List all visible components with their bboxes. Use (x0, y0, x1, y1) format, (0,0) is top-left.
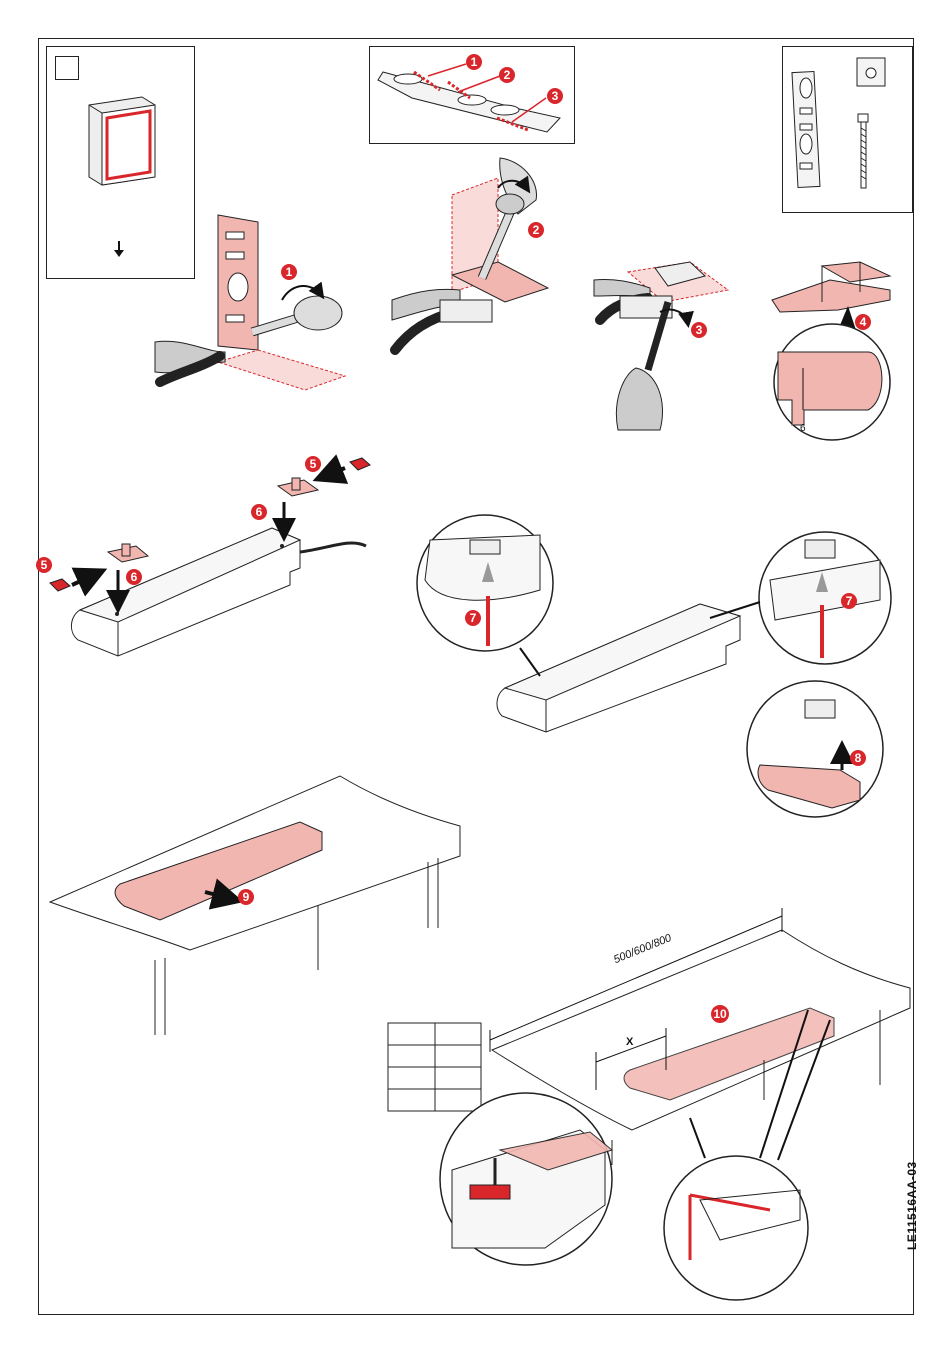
parts-bracket (792, 72, 820, 188)
step-badge-3b: 3 (691, 322, 707, 338)
step-badge-2: 2 (499, 67, 515, 83)
svg-text:1: 1 (286, 265, 293, 279)
svg-text:8: 8 (855, 751, 862, 765)
parts-screw (858, 114, 868, 188)
svg-text:7: 7 (470, 611, 477, 625)
step-badge-7b: 7 (841, 593, 857, 609)
step-8-illustration (747, 681, 883, 817)
step-badge-5b: 5 (36, 557, 52, 573)
bracket-strip (378, 64, 560, 132)
dimension-table (388, 1023, 481, 1111)
parts-clip (857, 58, 885, 86)
step-badge-10: 10 (711, 1005, 729, 1023)
svg-text:3: 3 (552, 89, 559, 103)
step-badge-3: 3 (547, 88, 563, 104)
step-badge-1b: 1 (281, 264, 297, 280)
svg-text:2: 2 (504, 68, 511, 82)
svg-text:10: 10 (713, 1007, 727, 1021)
step-badge-8: 8 (850, 750, 866, 766)
step-10-illustration (388, 908, 910, 1300)
svg-text:5: 5 (310, 457, 317, 471)
svg-text:6: 6 (256, 505, 263, 519)
step-badge-5a: 5 (305, 456, 321, 472)
detail-measure-label: 6 (800, 423, 806, 434)
step-badge-4: 4 (855, 314, 871, 330)
sensor-assembly-left (50, 458, 370, 656)
step-badge-1: 1 (466, 54, 482, 70)
svg-text:9: 9 (243, 890, 250, 904)
step-badge-6b: 6 (126, 569, 142, 585)
step-9-illustration (50, 776, 460, 1035)
svg-text:5: 5 (41, 558, 48, 572)
offset-label: X (626, 1036, 633, 1048)
step-3-illustration (594, 262, 728, 430)
svg-text:1: 1 (471, 55, 478, 69)
step-1-illustration (155, 215, 345, 390)
step-badge-9: 9 (238, 889, 254, 905)
document-code: LE11516AA-03 (905, 1190, 919, 1250)
svg-text:7: 7 (846, 594, 853, 608)
step-badge-7a: 7 (465, 610, 481, 626)
step-4-illustration (772, 262, 890, 440)
svg-text:6: 6 (131, 570, 138, 584)
svg-text:2: 2 (533, 223, 540, 237)
step-badge-6a: 6 (251, 504, 267, 520)
svg-text:4: 4 (860, 315, 867, 329)
step-badge-2b: 2 (528, 222, 544, 238)
svg-text:3: 3 (696, 323, 703, 337)
step-2-illustration (392, 158, 548, 350)
